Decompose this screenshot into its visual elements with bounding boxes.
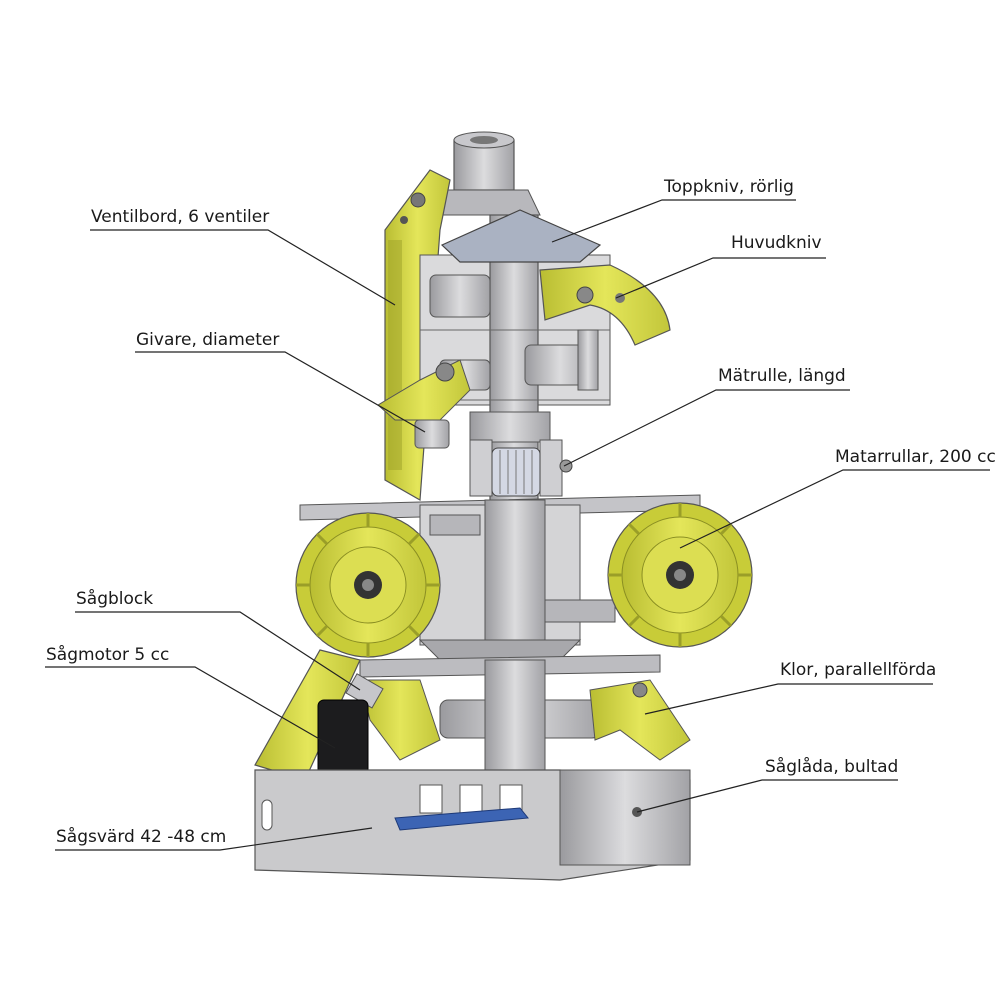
leader-saglada xyxy=(636,779,898,813)
label-sagblock: Sågblock xyxy=(76,589,154,609)
leader-matarrullar xyxy=(679,469,990,549)
feed-roller-left xyxy=(295,512,441,658)
label-sagmotor: Sågmotor 5 cc xyxy=(46,645,170,665)
diameter-sensor xyxy=(377,359,471,449)
leader-sagblock xyxy=(75,611,361,691)
leader-sagsvard xyxy=(55,827,373,851)
leader-klor xyxy=(644,683,933,715)
label-toppkniv: Toppkniv, rörlig xyxy=(664,177,794,197)
label-saglada: Såglåda, bultad xyxy=(765,757,899,777)
label-givare: Givare, diameter xyxy=(136,330,280,350)
main-knife xyxy=(539,264,671,391)
label-huvudkniv: Huvudkniv xyxy=(731,233,822,253)
saw-box xyxy=(254,769,691,881)
leader-matrulle xyxy=(563,389,850,467)
lower-frame xyxy=(359,654,691,771)
leader-ventilbord xyxy=(90,229,396,306)
label-ventilbord: Ventilbord, 6 ventiler xyxy=(91,207,270,227)
label-sagsvard: Sågsvärd 42 -48 cm xyxy=(56,827,227,847)
leader-huvudkniv xyxy=(615,257,826,299)
feed-roller-right xyxy=(607,502,753,648)
label-klor: Klor, parallellförda xyxy=(780,660,937,680)
measuring-wheel xyxy=(469,411,573,497)
leader-givare xyxy=(135,351,426,433)
leader-lines xyxy=(45,199,990,851)
label-matrulle: Mätrulle, längd xyxy=(718,366,846,386)
rotator-tube xyxy=(427,131,541,216)
label-matarrullar: Matarrullar, 200 cc xyxy=(835,447,996,467)
middle-frame xyxy=(299,494,701,661)
saw-bar xyxy=(394,807,529,831)
top-knife xyxy=(440,209,602,263)
leader-toppkniv xyxy=(551,199,796,243)
leader-sagmotor xyxy=(45,666,336,749)
